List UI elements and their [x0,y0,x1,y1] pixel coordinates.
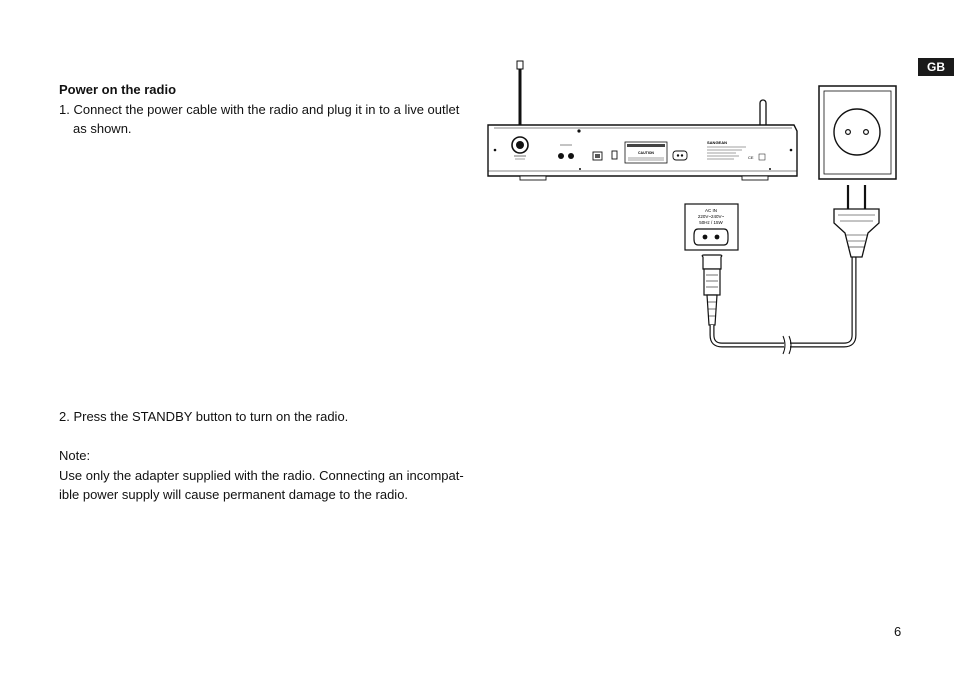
caution-label: CAUTION [638,151,654,155]
ce-mark: CE [748,155,754,160]
ac-in-label-2: 220V~240V~ [698,214,725,219]
step-1: 1. Connect the power cable with the radi… [59,101,460,137]
ac-in-label-1: AC IN [705,208,717,213]
note-body: Use only the adapter supplied with the r… [59,467,464,503]
brand-label: SANGEAN [707,140,727,145]
power-cable-illustration [701,185,880,355]
note-title: Note: [59,448,91,463]
step-2: 2. Press the STANDBY button to turn on t… [59,409,349,424]
power-connection-illustration: CAUTION SANGEAN CE AC IN 220V~240V~ 50Hz… [487,60,897,355]
page-number: 6 [894,624,902,639]
note: Note: Use only the adapter supplied with… [59,446,469,505]
section-heading: Power on the radio [59,82,177,97]
language-tab: GB [918,58,954,76]
radio-rear-panel: CAUTION SANGEAN CE [487,60,798,181]
wall-outlet-illustration [818,85,897,180]
ac-in-label-3: 50Hz / 15W [699,220,723,225]
instructions: Power on the radio 1. Connect the power … [59,80,469,139]
ac-inlet-closeup: AC IN 220V~240V~ 50Hz / 15W [684,203,739,251]
